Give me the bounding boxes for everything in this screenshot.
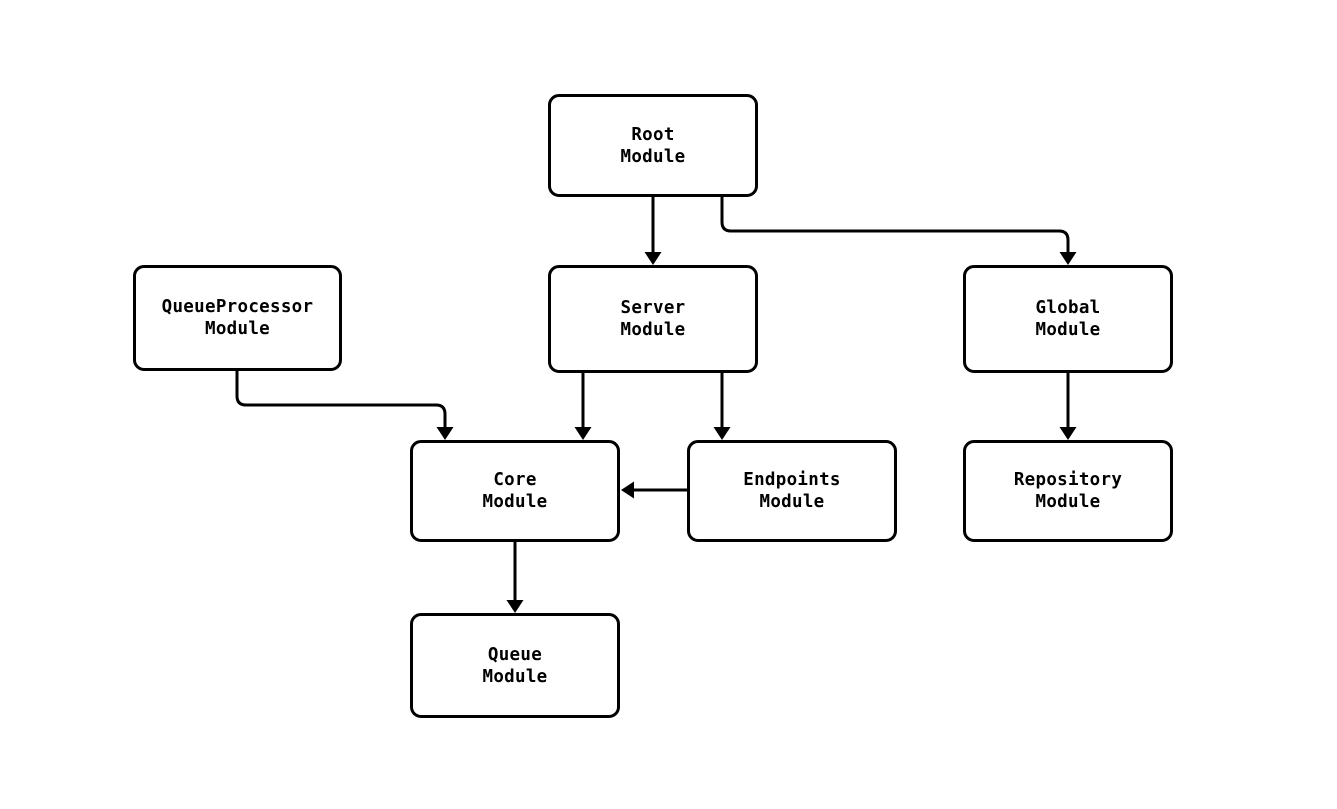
arrowhead-global-repository	[1059, 427, 1077, 440]
node-queue[interactable]: Queue Module	[410, 613, 620, 718]
node-queueprocessor[interactable]: QueueProcessor Module	[133, 265, 342, 371]
node-global[interactable]: Global Module	[963, 265, 1173, 373]
node-root[interactable]: Root Module	[548, 94, 758, 197]
node-label-root: Root Module	[620, 124, 686, 167]
arrowhead-root-server	[644, 252, 662, 265]
arrowhead-core-queue	[506, 600, 524, 613]
node-server[interactable]: Server Module	[548, 265, 758, 373]
edge-queueprocessor-core	[235, 371, 447, 432]
edge-root-global	[720, 197, 1070, 257]
node-core[interactable]: Core Module	[410, 440, 620, 542]
node-label-server: Server Module	[620, 298, 686, 340]
arrowhead-server-core	[574, 427, 592, 440]
node-repository[interactable]: Repository Module	[963, 440, 1173, 542]
node-label-queueprocessor: QueueProcessor Module	[161, 297, 314, 339]
arrowhead-root-global	[1059, 252, 1077, 265]
node-label-global: Global Module	[1035, 298, 1101, 340]
node-label-endpoints: Endpoints Module	[743, 470, 841, 512]
arrowhead-server-endpoints	[713, 427, 731, 440]
node-label-core: Core Module	[482, 470, 548, 512]
node-label-queue: Queue Module	[482, 644, 548, 687]
node-label-repository: Repository Module	[1013, 470, 1123, 512]
arrowhead-queueprocessor-core	[436, 427, 454, 440]
arrowhead-endpoints-core	[621, 481, 634, 499]
node-endpoints[interactable]: Endpoints Module	[687, 440, 897, 542]
